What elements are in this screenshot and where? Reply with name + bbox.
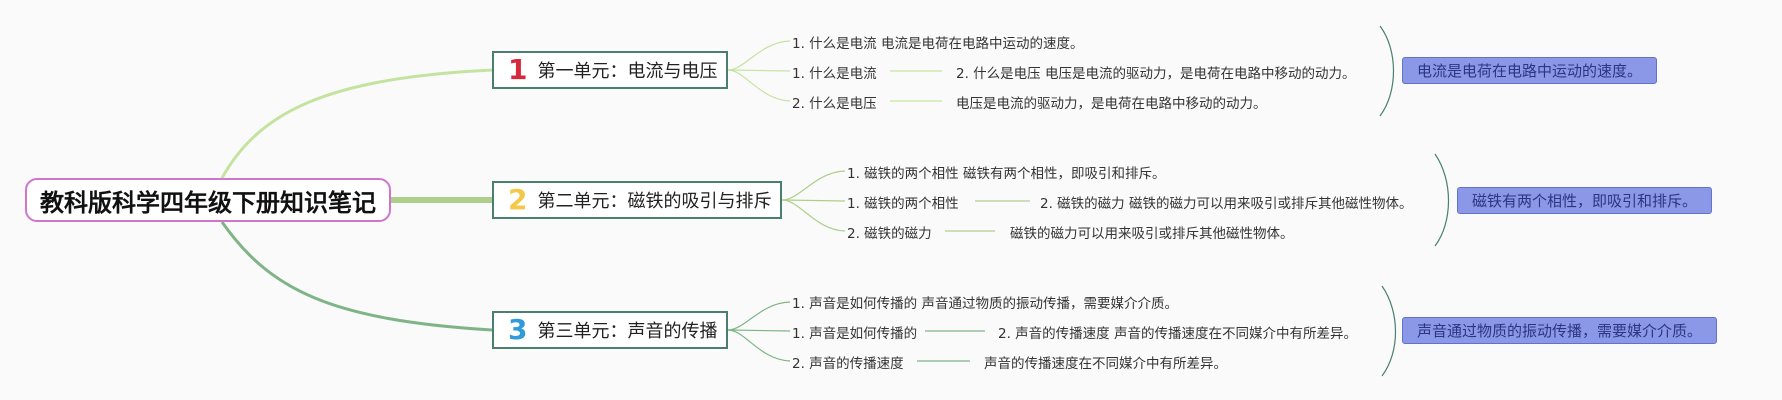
unit1-summary-text: 电流是电荷在电路中运动的速度。 [1417,62,1643,80]
unit3-line-1: 1. 声音是如何传播的 声音通过物质的振动传播，需要媒介介质。 [792,296,1178,312]
unit3-brace [1381,285,1396,377]
unit1-fan-3 [727,69,791,102]
root-branch-3 [220,221,493,332]
root-node[interactable]: 教科版科学四年级下册知识笔记 [25,178,391,222]
root-branch-1 [220,68,493,179]
unit3-summary-text: 声音通过物质的振动传播，需要媒介介质。 [1417,322,1703,340]
unit1-line-3-right: 电压是电流的驱动力，是电荷在电路中移动的动力。 [956,96,1267,112]
unit-number-1: 1 [508,53,528,86]
unit-number-2: 2 [508,183,528,216]
unit-title-2: 第二单元：磁铁的吸引与排斥 [537,191,772,212]
unit-node-3[interactable]: 3 第三单元：声音的传播 [492,311,728,349]
unit2-line-1: 1. 磁铁的两个相性 磁铁有两个相性，即吸引和排斥。 [847,166,1166,182]
unit1-fan-1 [727,40,791,71]
unit3-line-2-left: 1. 声音是如何传播的 [792,326,918,342]
unit3-line-3-left: 2. 声音的传播速度 [792,356,904,372]
unit2-line-2-right: 2. 磁铁的磁力 磁铁的磁力可以用来吸引或排斥其他磁性物体。 [1040,196,1413,212]
unit-title-1: 第一单元：电流与电压 [537,61,718,82]
unit1-summary[interactable]: 电流是电荷在电路中运动的速度。 [1402,57,1658,84]
unit2-summary-text: 磁铁有两个相性，即吸引和排斥。 [1472,192,1698,210]
unit1-line-2-left: 1. 什么是电流 [792,66,877,82]
root-title: 教科版科学四年级下册知识笔记 [40,188,376,217]
unit1-fan-2 [727,69,791,72]
unit2-fan-3 [781,199,846,232]
unit1-line-2-right: 2. 什么是电压 电压是电流的驱动力，是电荷在电路中移动的动力。 [956,66,1356,82]
unit2-summary[interactable]: 磁铁有两个相性，即吸引和排斥。 [1457,187,1713,214]
unit-node-1[interactable]: 1 第一单元：电流与电压 [492,51,728,89]
unit3-line-2-right: 2. 声音的传播速度 声音的传播速度在不同媒介中有所差异。 [998,326,1357,342]
unit2-line-3-left: 2. 磁铁的磁力 [847,226,932,242]
unit3-fan-3 [727,329,791,362]
unit3-line-3-right: 声音的传播速度在不同媒介中有所差异。 [984,356,1227,372]
unit2-line-2-left: 1. 磁铁的两个相性 [847,196,959,212]
unit2-line-3-right: 磁铁的磁力可以用来吸引或排斥其他磁性物体。 [1010,226,1294,242]
unit-number-3: 3 [508,313,528,346]
unit3-summary[interactable]: 声音通过物质的振动传播，需要媒介介质。 [1402,317,1718,344]
unit3-fan-2 [727,329,791,332]
unit-title-3: 第三单元：声音的传播 [537,321,718,342]
unit2-fan-1 [781,170,846,201]
unit2-brace [1434,153,1449,247]
unit1-line-3-left: 2. 什么是电压 [792,96,877,112]
unit3-fan-1 [727,301,791,331]
unit1-line-1: 1. 什么是电流 电流是电荷在电路中运动的速度。 [792,36,1084,52]
unit2-fan-2 [781,199,846,202]
unit-node-2[interactable]: 2 第二单元：磁铁的吸引与排斥 [492,181,782,219]
unit1-brace [1379,25,1394,117]
